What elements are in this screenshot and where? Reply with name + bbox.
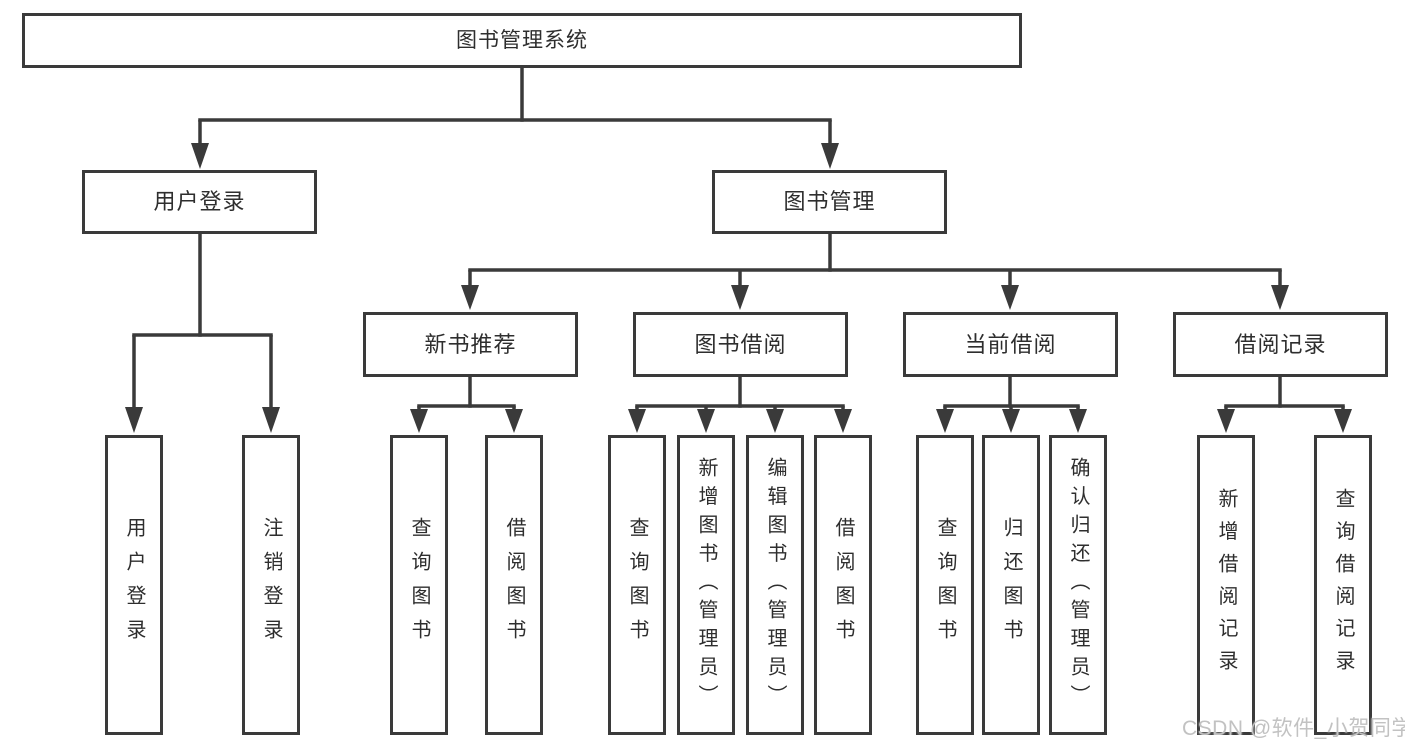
leaf-add-borrow-record-label: 新增借阅记录 [1215, 487, 1237, 683]
node-book-management-label: 图书管理 [783, 189, 876, 214]
leaf-confirm-return-admin: 确认归还（管理员） [1049, 435, 1107, 735]
leaf-logout-label: 注销登录 [260, 517, 282, 653]
leaf-borrow-books-borrowing-label: 借阅图书 [832, 517, 854, 653]
leaf-add-books-admin: 新增图书（管理员） [677, 435, 735, 735]
node-library-system: 图书管理系统 [22, 13, 1022, 68]
leaf-query-books-current: 查询图书 [916, 435, 974, 735]
leaf-confirm-return-admin-label: 确认归还（管理员） [1067, 457, 1089, 713]
node-user-login: 用户登录 [82, 170, 317, 234]
node-current-borrowing: 当前借阅 [903, 312, 1118, 377]
leaf-borrow-books-recommend-label: 借阅图书 [503, 517, 525, 653]
node-user-login-label: 用户登录 [153, 189, 246, 214]
leaf-add-books-admin-label: 新增图书（管理员） [695, 457, 717, 713]
leaf-borrow-books-recommend: 借阅图书 [485, 435, 543, 735]
node-borrowing-records-label: 借阅记录 [1234, 331, 1327, 357]
leaf-user-login: 用户登录 [105, 435, 163, 735]
leaf-query-borrow-record-label: 查询借阅记录 [1332, 487, 1354, 683]
leaf-user-login-label: 用户登录 [123, 517, 145, 653]
leaf-query-borrow-record: 查询借阅记录 [1314, 435, 1372, 735]
node-library-system-label: 图书管理系统 [456, 29, 588, 52]
leaf-query-books-borrowing-label: 查询图书 [626, 517, 648, 653]
node-new-book-recommend-label: 新书推荐 [424, 331, 517, 357]
leaf-borrow-books-borrowing: 借阅图书 [814, 435, 872, 735]
node-borrowing-records: 借阅记录 [1173, 312, 1388, 377]
node-book-management: 图书管理 [712, 170, 947, 234]
leaf-query-books-current-label: 查询图书 [934, 517, 956, 653]
csdn-watermark: CSDN @软件_小贺同学 [1182, 717, 1405, 740]
leaf-query-books-recommend-label: 查询图书 [408, 517, 430, 653]
leaf-query-books-borrowing: 查询图书 [608, 435, 666, 735]
node-current-borrowing-label: 当前借阅 [964, 331, 1057, 357]
leaf-logout: 注销登录 [242, 435, 300, 735]
leaf-return-books-label: 归还图书 [1000, 517, 1022, 653]
node-book-borrowing-label: 图书借阅 [694, 331, 787, 357]
node-new-book-recommend: 新书推荐 [363, 312, 578, 377]
leaf-edit-books-admin-label: 编辑图书（管理员） [764, 457, 786, 713]
leaf-query-books-recommend: 查询图书 [390, 435, 448, 735]
leaf-edit-books-admin: 编辑图书（管理员） [746, 435, 804, 735]
leaf-return-books: 归还图书 [982, 435, 1040, 735]
node-book-borrowing: 图书借阅 [633, 312, 848, 377]
leaf-add-borrow-record: 新增借阅记录 [1197, 435, 1255, 735]
